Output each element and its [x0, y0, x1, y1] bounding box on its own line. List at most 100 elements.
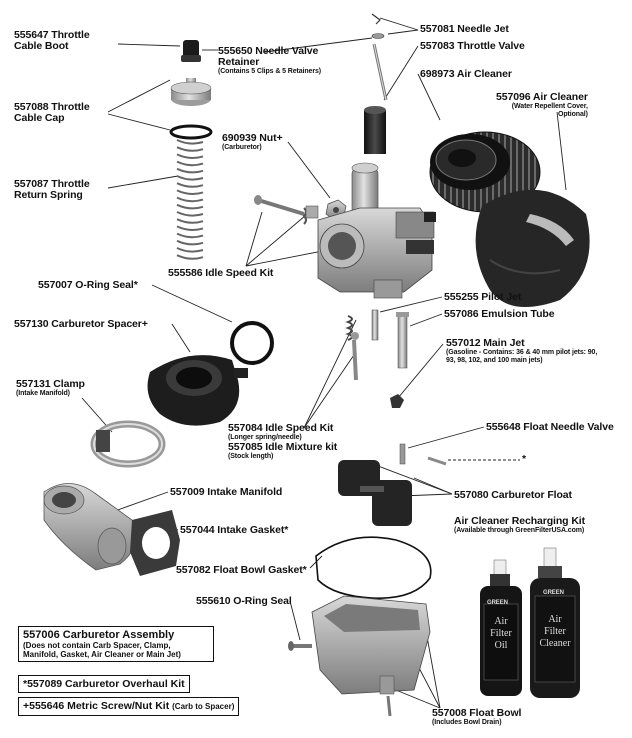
- label-carburetor-spacer: 557130 Carburetor Spacer+: [14, 319, 148, 330]
- part-note: (Longer spring/needle): [228, 434, 302, 441]
- part-name: Intake Gasket*: [217, 524, 289, 536]
- part-number: 557083: [420, 40, 455, 52]
- idle-mixture-kit-part: [345, 315, 359, 381]
- part-note: (Includes Bowl Drain): [432, 719, 502, 726]
- leader-lines: [81, 17, 567, 709]
- label-needle-jet: 557081 Needle Jet: [420, 24, 509, 35]
- label-float-bowl-gasket: 557082 Float Bowl Gasket*: [176, 565, 307, 576]
- part-name: O-Ring Seal: [233, 595, 292, 607]
- part-name: Float Bowl Gasket*: [213, 564, 307, 576]
- float-bowl-part: [311, 595, 431, 717]
- part-note: (Contains 5 Clips & 5 Retainers): [218, 68, 321, 75]
- part-name: Needle Jet: [457, 23, 509, 35]
- part-note-line2: Optional): [558, 111, 588, 118]
- label-asterisk: *: [522, 453, 526, 465]
- emulsion-tube-part: [396, 312, 409, 369]
- throttle-cable-boot-part: [181, 40, 201, 62]
- intake-gasket-part: [130, 510, 180, 576]
- filter-cleaner-bottle: [530, 547, 580, 698]
- label-carburetor-float: 557080 Carburetor Float: [454, 490, 572, 501]
- label-recharging-kit: Air Cleaner Recharging Kit (Available th…: [454, 516, 585, 535]
- oil-label-line: Air: [494, 616, 508, 627]
- part-number: 557082: [176, 564, 211, 576]
- label-float-bowl: 557008 Float Bowl (Includes Bowl Drain): [432, 708, 521, 727]
- cleaner-label-line: Air: [548, 614, 562, 625]
- carburetor-assembly-box: 557006 Carburetor Assembly (Does not con…: [18, 626, 214, 662]
- oil-bottle-label: Air Filter Oil: [486, 616, 516, 652]
- oil-label-line: Oil: [494, 640, 508, 651]
- label-pilot-jet: 555255 Pilot Jet: [444, 292, 521, 303]
- main-jet-part: [390, 394, 404, 408]
- idle-speed-screw-part: [254, 195, 319, 225]
- oil-bottle-brand: GREEN: [487, 600, 508, 606]
- part-number: 557130: [14, 318, 49, 330]
- label-idle-speed-kit: 557084 Idle Speed Kit (Longer spring/nee…: [228, 423, 337, 461]
- part-number: 555650: [218, 45, 253, 57]
- carburetor-float-part: [338, 460, 412, 526]
- part-number: 557007: [38, 279, 73, 291]
- float-bowl-gasket-part: [315, 536, 432, 599]
- label-throttle-cable-boot: 555647 Throttle Cable Boot: [14, 30, 90, 52]
- label-air-cleaner: 698973 Air Cleaner: [420, 69, 512, 80]
- part-note: (Gasoline - Contains: 36 & 40 mm pilot j…: [446, 349, 598, 356]
- cleaner-label-line: Filter: [544, 626, 566, 637]
- part-number: 555647: [14, 29, 49, 41]
- part-number: 557088: [14, 101, 49, 113]
- part-name: Throttle: [51, 178, 90, 190]
- part-number: 557085: [228, 441, 263, 453]
- part-name: Emulsion Tube: [481, 308, 555, 320]
- label-intake-manifold: 557009 Intake Manifold: [170, 487, 282, 498]
- part-number: 557044: [180, 524, 215, 536]
- part-name: Main Jet: [483, 337, 525, 349]
- part-name: Air Cleaner: [456, 68, 512, 80]
- part-name-line2: Cable Boot: [14, 40, 69, 52]
- throttle-return-spring-part: [176, 139, 204, 260]
- part-number: 557080: [454, 489, 489, 501]
- part-name: Intake Manifold: [207, 486, 283, 498]
- label-o-ring-seal-bottom: 555610 O-Ring Seal: [196, 596, 292, 607]
- part-note-line2: 93, 98, 102, and 100 main jets): [446, 357, 543, 364]
- label-idle-speed-kit-top: 555586 Idle Speed Kit: [168, 268, 273, 279]
- filter-oil-bottle: [480, 559, 522, 696]
- recharging-kit-note: (Available through GreenFilterUSA.com): [454, 527, 585, 534]
- label-emulsion-tube: 557086 Emulsion Tube: [444, 308, 555, 320]
- label-throttle-valve: 557083 Throttle Valve: [420, 41, 525, 52]
- part-name-line2: Cable Cap: [14, 112, 65, 124]
- overhaul-kit-text: *557089 Carburetor Overhaul Kit: [23, 678, 185, 690]
- cleaner-bottle-label: Air Filter Cleaner: [537, 614, 573, 650]
- part-name: Carburetor Float: [491, 489, 572, 501]
- part-name: Idle Speed Kit: [265, 422, 334, 434]
- part-name: Needle Valve: [255, 45, 319, 57]
- part-name: Nut+: [259, 132, 283, 144]
- part-name-line2: Retainer: [218, 56, 260, 68]
- label-needle-valve-retainer: 555650 Needle Valve Retainer (Contains 5…: [218, 46, 321, 76]
- part-number: 557086: [444, 308, 479, 320]
- label-clamp: 557131 Clamp (Intake Manifold): [16, 379, 85, 398]
- o-ring-seal-top-part: [230, 321, 274, 365]
- part-note: (Stock length): [228, 453, 274, 460]
- label-air-cleaner-cover: 557096 Air Cleaner (Water Repellent Cove…: [496, 92, 588, 119]
- part-name: Throttle: [51, 29, 90, 41]
- part-number: 555648: [486, 421, 521, 433]
- part-number: 555586: [168, 267, 203, 279]
- cleaner-label-line: Cleaner: [539, 638, 571, 649]
- air-cleaner-cover-part: [475, 189, 590, 308]
- part-name: Clamp: [53, 378, 85, 390]
- part-number: 557087: [14, 178, 49, 190]
- overhaul-kit-box: *557089 Carburetor Overhaul Kit: [18, 675, 190, 693]
- part-name: Float Bowl: [469, 707, 522, 719]
- part-name: Air Cleaner: [532, 91, 588, 103]
- carb-assembly-note-line2: Manifold, Gasket, Air Cleaner or Main Je…: [23, 650, 181, 659]
- screw-nut-kit-text: +555646 Metric Screw/Nut Kit: [23, 700, 170, 712]
- part-name: Pilot Jet: [481, 291, 522, 303]
- label-throttle-return-spring: 557087 Throttle Return Spring: [14, 179, 90, 201]
- part-name: Throttle: [51, 101, 90, 113]
- part-number: 557131: [16, 378, 51, 390]
- label-float-needle-valve: 555648 Float Needle Valve: [486, 422, 614, 433]
- part-number: 698973: [420, 68, 455, 80]
- bowl-drain-part: [288, 641, 312, 651]
- needle-valve-part: [371, 13, 388, 101]
- carb-assembly-note: (Does not contain Carb Spacer, Clamp,: [23, 641, 171, 650]
